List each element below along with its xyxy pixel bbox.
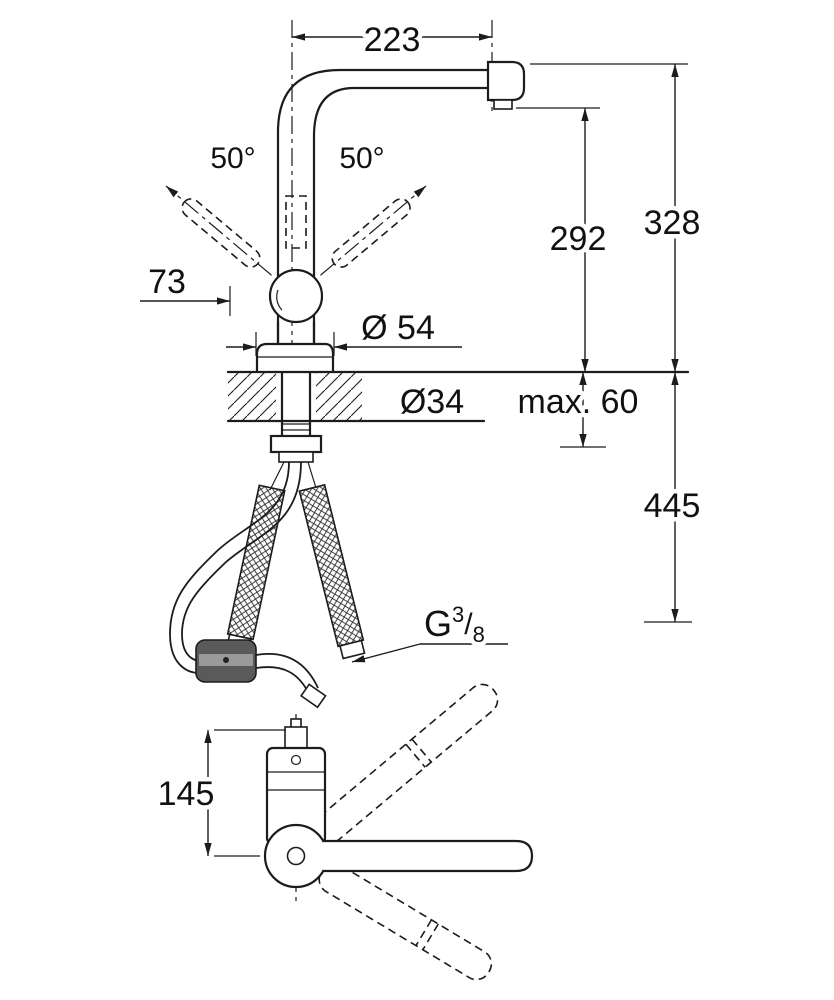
dim-label-292: 292 xyxy=(550,220,607,258)
supply-hose-left xyxy=(226,484,286,652)
supply-hose-right xyxy=(298,483,366,660)
dim-label-max60: max. 60 xyxy=(518,383,639,421)
dimension-lever-offset: 73 xyxy=(140,259,231,316)
handle-solid xyxy=(323,839,534,873)
dimension-outlet-height: 292 xyxy=(516,107,611,372)
lever-swivel-angles: 50° 50° xyxy=(165,138,427,297)
lever-neutral-dashed xyxy=(285,195,307,249)
dimension-total-height: 328 xyxy=(530,63,705,372)
mounting-nut xyxy=(269,434,323,454)
faucet-base xyxy=(255,320,335,372)
dim-label-34: Ø34 xyxy=(400,383,464,421)
dim-label-54: Ø 54 xyxy=(361,309,435,347)
dim-label-73: 73 xyxy=(148,263,186,301)
plan-view: 145 xyxy=(153,683,534,981)
dim-label-angle-left: 50° xyxy=(210,142,255,175)
countertop-section: Ø34 xyxy=(226,370,690,426)
handle-swing-down-dashed xyxy=(318,863,493,981)
dimension-spout-reach: 223 xyxy=(292,17,492,64)
pullout-hose xyxy=(169,461,327,709)
dim-label-328: 328 xyxy=(644,204,701,242)
faucet-body xyxy=(276,60,526,347)
spout-head xyxy=(486,60,526,102)
lever-left-dashed xyxy=(181,198,261,268)
thread-callout: G3/8 xyxy=(351,598,508,663)
dim-label-angle-right: 50° xyxy=(339,142,384,175)
dim-label-223: 223 xyxy=(364,21,421,59)
dim-label-445: 445 xyxy=(644,487,701,525)
dimension-base-diameter: Ø 54 xyxy=(226,305,462,356)
plan-body xyxy=(265,718,327,846)
under-counter-assembly xyxy=(169,371,366,709)
dimension-hose-length: 445 xyxy=(639,372,705,623)
handle-swing-up-dashed xyxy=(314,683,499,844)
dimension-body-height: 145 xyxy=(153,729,286,857)
ball-joint xyxy=(268,268,324,324)
hose-weight xyxy=(195,639,257,683)
aerator-nozzle xyxy=(493,99,513,110)
mounting-bracket xyxy=(278,451,314,463)
front-view: 223 50° 50° xyxy=(140,17,705,709)
dim-label-145: 145 xyxy=(158,775,215,813)
dimension-counter-thickness: max. 60 xyxy=(513,372,643,448)
thread-size-label: G3/8 xyxy=(424,602,485,647)
lever-right-dashed xyxy=(331,198,411,268)
